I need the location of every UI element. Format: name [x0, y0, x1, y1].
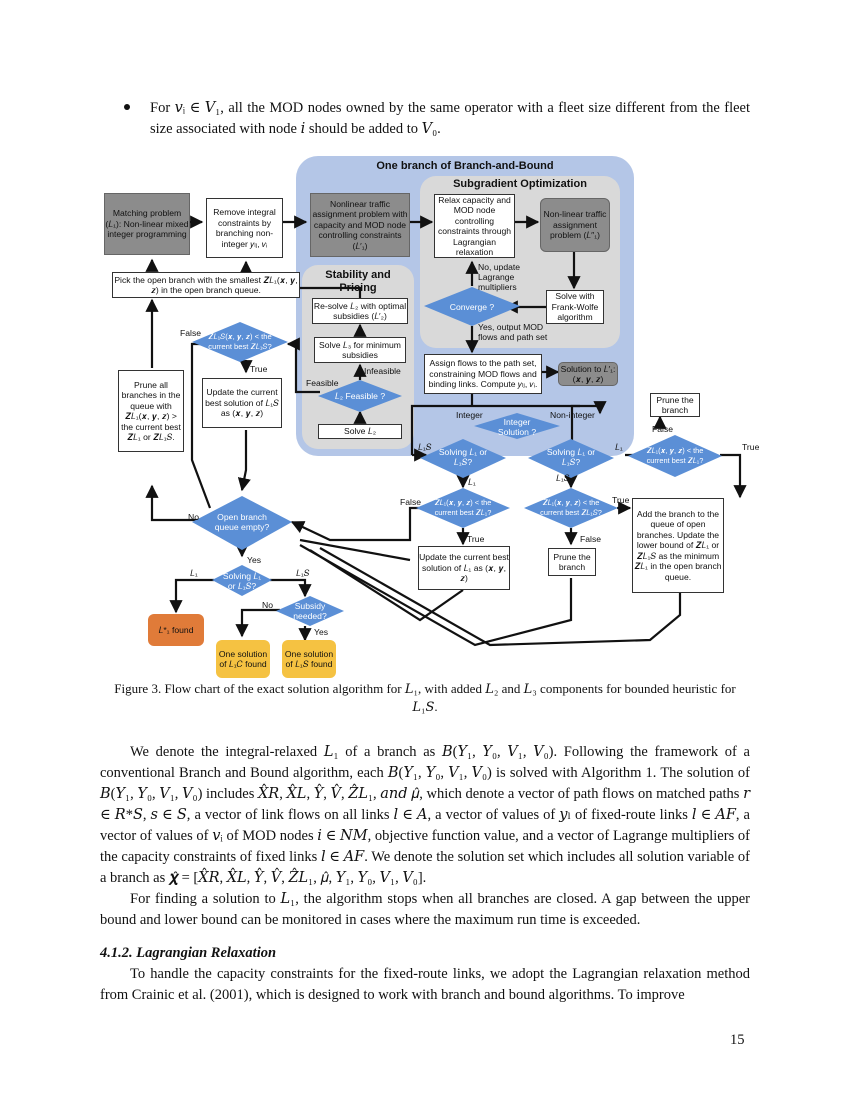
paragraph-3: To handle the capacity constraints for t… — [100, 966, 750, 1003]
label-integer: Integer — [456, 410, 483, 420]
nonlinear-traffic-box: Nonlinear traffic assignment problem wit… — [310, 193, 410, 257]
label-infeasible: Infeasible — [364, 366, 401, 376]
label-l1-left: 𝐿₁ — [468, 477, 476, 487]
nonlinear-assignment-box: Non-linear traffic assignment problem (𝐿… — [540, 198, 610, 252]
diamond-open-queue — [192, 496, 292, 550]
diamond-solving-right — [528, 439, 614, 478]
relax-capacity-box: Relax capacity and MOD node controlling … — [434, 194, 515, 258]
l1-found-box: 𝐿*₁ found — [148, 614, 204, 646]
no-update-label: No, update Lagrange multipliers — [478, 262, 521, 292]
diamond-zl1-best — [416, 488, 510, 528]
label-l1s-left: 𝐿₁𝑆 — [418, 442, 432, 452]
label-true-zl1s: True — [612, 495, 630, 505]
pick-open-branch-box: Pick the open branch with the smallest 𝒁… — [112, 272, 300, 298]
assign-flows-box: Assign flows to the path set, constraini… — [424, 354, 542, 394]
label-l1-right: 𝐿₁ — [615, 442, 623, 452]
l2-feasible-text: 𝐿₂ Feasible ? — [334, 391, 386, 401]
diamond-converge — [424, 287, 520, 326]
label-yes-subsidy: Yes — [314, 627, 329, 637]
solve-l2-box: Solve 𝐿₂ — [318, 424, 402, 439]
l1s-found-box: One solution of 𝐿₁𝑆 found — [282, 640, 336, 678]
label-l1-bottom: 𝐿₁ — [190, 568, 198, 578]
prune-branch-box: Prune the branch — [548, 548, 596, 576]
remove-integral-box: Remove integral constraints by branching… — [206, 198, 283, 258]
flowchart-connectors — [145, 215, 747, 647]
diamond-solving-bottom — [212, 565, 272, 596]
resolve-l2-box: Re-solve 𝐿₂ with optimal subsidies (𝐿′₂) — [312, 298, 408, 324]
diamond-l2-feasible — [318, 380, 402, 412]
diamond-zl1s-best — [192, 322, 288, 362]
bullet-marker — [124, 104, 130, 110]
zl1s-best-diamond-text: 𝒁𝐿₁𝑆(𝒙, 𝒚, 𝒛) < the current best 𝒁𝐿₁𝑆? — [208, 332, 272, 351]
zl1-top-right-text: 𝒁𝐿₁(𝒙, 𝒚, 𝒛) < the current best 𝒁𝐿₁? — [646, 446, 704, 465]
solving-bottom-text: Solving 𝐿₁ or 𝐿₁𝑆? — [222, 571, 262, 591]
label-true-topright: True — [742, 442, 760, 452]
section-heading: 4.1.2. Lagrangian Relaxation — [100, 945, 277, 961]
solving-right-text: Solving 𝐿₁ or 𝐿₁𝑆? — [546, 447, 596, 467]
diamond-integer — [474, 413, 560, 439]
integer-solution-text: Integer Solution ? — [497, 417, 537, 437]
zl1-best-text: 𝒁𝐿₁(𝒙, 𝒚, 𝒛) < the current best 𝒁𝐿₁? — [434, 498, 492, 517]
open-queue-text: Open branch queue empty? — [214, 512, 270, 532]
update-l1s-box: Update the current best solution of 𝐿₁𝑆 … — [202, 378, 282, 428]
label-feasible: Feasible — [306, 378, 339, 388]
zl1s-lt-best-text: 𝒁𝐿₁(𝒙, 𝒚, 𝒛) < the current best 𝒁𝐿₁𝑆? — [540, 498, 602, 517]
figure-caption: Figure 3. Flow chart of the exact soluti… — [114, 681, 736, 714]
solving-left-text: Solving 𝐿₁ or 𝐿₁𝑆? — [438, 447, 488, 467]
paragraph-2: For finding a solution to 𝐿₁, the algori… — [100, 891, 750, 928]
yes-output-label: Yes, output MOD flows and path set — [478, 322, 548, 342]
diamond-zl1s-lt-best — [524, 488, 618, 528]
label-false-zl1: False — [400, 497, 422, 507]
subsidy-needed-text: Subsidy needed? — [293, 601, 327, 621]
update-l1-box: Update the current best solution of 𝐿₁ a… — [418, 546, 510, 590]
label-yes-queue: Yes — [247, 555, 262, 565]
branch-panel-title: One branch of Branch-and-Bound — [376, 160, 554, 172]
diamond-zl1-top-right — [628, 435, 722, 477]
paragraph-1: We denote the integral-relaxed 𝐿₁ of a b… — [100, 744, 750, 886]
l1c-found-box: One solution of 𝐿₁𝐶 found — [216, 640, 270, 678]
solve-fw-box: Solve with Frank-Wolfe algorithm — [546, 290, 604, 324]
add-branch-box: Add the branch to the queue of open bran… — [632, 498, 724, 593]
diamond-subsidy — [276, 596, 344, 626]
label-false-prune: False — [652, 424, 674, 434]
page-number: 15 — [730, 1032, 745, 1048]
label-no-subsidy: No — [262, 600, 273, 610]
label-false-1: False — [180, 328, 202, 338]
solution-l1-prime-box: Solution to 𝐿′₁: (𝒙, 𝒚, 𝒛) — [558, 362, 618, 386]
label-true-1: True — [250, 364, 268, 374]
diamond-solving-left — [420, 439, 506, 478]
label-false-zl1s: False — [580, 534, 602, 544]
label-true-zl1: True — [467, 534, 485, 544]
prune-all-box: Prune all branches in the queue with 𝒁𝐿₁… — [118, 370, 184, 452]
label-l1s-right: 𝐿₁𝑆 — [556, 473, 570, 483]
label-l1s-bottom: 𝐿₁𝑆 — [296, 568, 310, 578]
flowchart-figure: One branch of Branch-and-Bound Subgradie… — [104, 156, 760, 678]
prune-branch-top-box: Prune the branch — [650, 393, 700, 417]
subgradient-panel-title: Subgradient Optimization — [453, 178, 587, 190]
label-no-queue: No — [188, 512, 199, 522]
solve-l3-box: Solve 𝐿₃ for minimum subsidies — [314, 337, 406, 363]
matching-problem-box: Matching problem (𝐿₁): Non-linear mixed … — [104, 193, 190, 255]
label-non-integer: Non-integer — [550, 410, 595, 420]
bullet-text: For 𝑣ᵢ ∈ 𝑉₁, all the MOD nodes owned by … — [150, 100, 750, 137]
converge-text: Converge ? — [449, 302, 495, 312]
